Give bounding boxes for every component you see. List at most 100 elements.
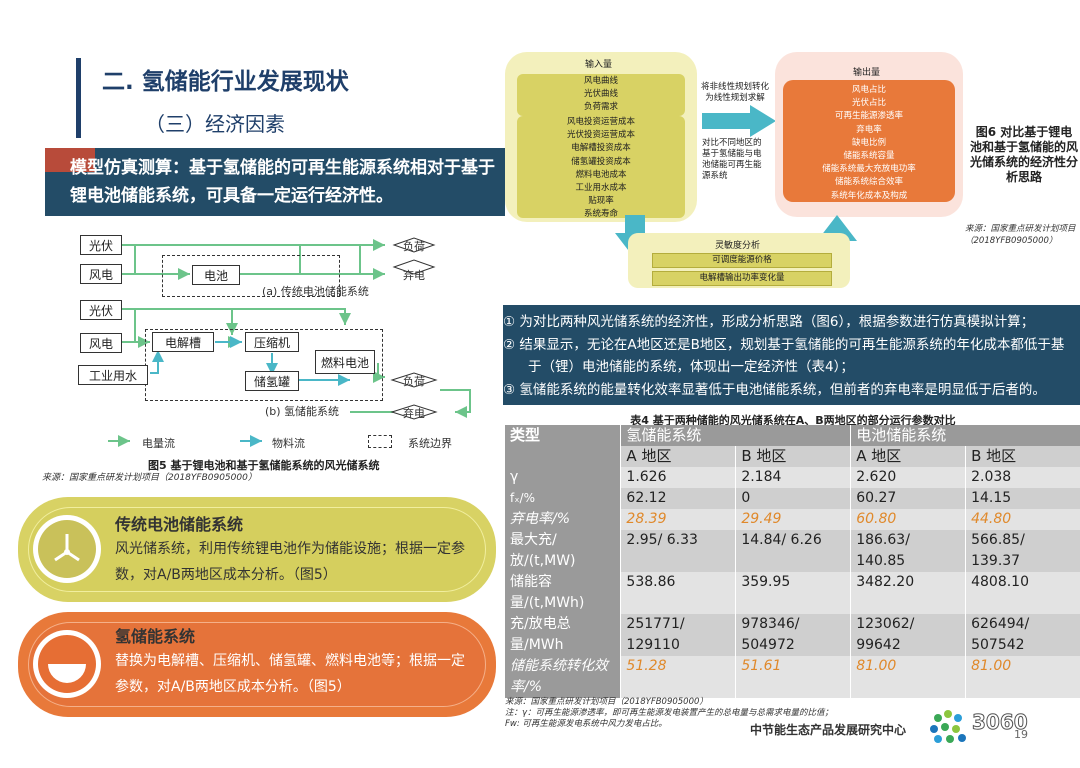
- node-load-a: 负荷: [403, 240, 425, 253]
- table-cell: 28.39: [620, 509, 737, 530]
- input-item: 储氢罐投资成本: [571, 156, 631, 167]
- terminal-shapes-a: [392, 237, 436, 275]
- table-cell: 566.85/ 139.37: [965, 530, 1080, 572]
- table-4-note-1: 注：γ：可再生能源渗透率，即可再生能源发电装置产生的总电量与总需求电量的比值；: [505, 708, 834, 718]
- table-cell: 充/放电总量/MWh: [505, 614, 622, 656]
- table-4: 类型 氢储能系统 电池储能系统 A 地区 B 地区 A 地区 B 地区 γ 1.…: [505, 425, 1080, 698]
- output-item: 光伏占比: [851, 98, 886, 109]
- table-cell: 0: [735, 488, 852, 509]
- arrow-text-1: 将非线性规划转化为线性规划求解: [700, 82, 769, 103]
- label-a: (a) 传统电池储能系统: [262, 285, 369, 298]
- output-item: 弃电率: [856, 124, 882, 135]
- node-pv-b: 光伏: [80, 300, 122, 320]
- legend-boundary: 系统边界: [408, 437, 452, 450]
- table-cell: 62.12: [620, 488, 737, 509]
- section-title: 二. 氢储能行业发展现状: [102, 69, 349, 95]
- card-hydrogen-body: 替换为电解槽、压缩机、储氢罐、燃料电池等；根据一定参数，对A/B两地区成本分析。…: [115, 653, 465, 695]
- hydrogen-drop-icon: [33, 630, 101, 698]
- node-compressor: 压缩机: [245, 332, 299, 352]
- input-item: 风电投资运营成本: [566, 117, 635, 127]
- table-cell: 251771/ 129110: [620, 614, 737, 656]
- table-4-note-2: Fw: 可再生能源发电系统中风力发电占比。: [505, 719, 667, 729]
- input-item: 风电曲线: [583, 76, 618, 86]
- input-group-b: [517, 116, 685, 218]
- output-title: 输出量: [853, 68, 881, 78]
- output-group: [783, 80, 955, 202]
- table-cell: γ: [505, 467, 622, 488]
- table-row: 储能系统转化效率/% 51.28 51.61 81.00 81.00: [505, 656, 1080, 698]
- input-item: 工业用水成本: [575, 183, 627, 194]
- node-battery: 电池: [192, 265, 240, 285]
- output-item: 风电占比: [851, 85, 886, 95]
- input-list-b: 风电投资运营成本 光伏投资运营成本 电解槽投资成本 储氢罐投资成本 燃料电池成本…: [517, 116, 685, 222]
- footer-logo-text: 3060: [972, 710, 1029, 735]
- input-item: 光伏曲线: [583, 89, 618, 100]
- table-row: A 地区 B 地区 A 地区 B 地区: [505, 446, 1080, 467]
- table-row: fₓ/% 62.12 0 60.27 14.15: [505, 488, 1080, 509]
- table-cell: 51.61: [735, 656, 852, 698]
- arrow-text-2: 对比不同地区的基于氢储能与电池储能可再生能源系统: [702, 138, 762, 181]
- card-battery-body: 风光储系统，利用传统锂电池作为储能设施；根据一定参数，对A/B两地区成本分析。（…: [115, 541, 465, 583]
- table-4-title: 表4 基于两种储能的风光储系统在A、B两地区的部分运行参数对比: [630, 414, 956, 427]
- table-cell: 538.86: [620, 572, 737, 614]
- banner-accent: [45, 148, 95, 172]
- table-cell: 弃电率/%: [505, 509, 622, 530]
- node-fuel-cell: 燃料电池: [315, 350, 375, 374]
- node-curtail-a: 弃电: [403, 269, 425, 282]
- page-number: 19: [1014, 728, 1028, 741]
- title-accent-bar: [76, 58, 81, 138]
- output-item: 储能系统综合效率: [834, 177, 903, 188]
- header-type: 类型: [505, 425, 622, 446]
- figure-5-caption: 图5 基于锂电池和基于氢储能系统的风光储系统: [148, 459, 380, 472]
- org-logo-icon: [930, 710, 966, 743]
- terminal-shapes-b: [390, 372, 438, 420]
- table-cell: 4808.10: [965, 572, 1080, 614]
- finding-1: ① 为对比两种风光储系统的经济性，形成分析思路（图6），根据参数进行仿真模拟计算…: [503, 314, 1035, 330]
- input-item: 贴现率: [588, 196, 614, 207]
- finding-3: ③ 氢储能系统的能量转化效率显著低于电池储能系统，但前者的弃电率是明显低于后者的…: [503, 382, 1046, 398]
- input-group-a: [517, 74, 685, 116]
- table-cell: 51.28: [620, 656, 737, 698]
- table-cell: 978346/ 504972: [735, 614, 852, 656]
- finding-2-cont: 于（锂）电池储能的系统，体现出一定经济性（表4）；: [528, 359, 854, 375]
- card-battery-title: 传统电池储能系统: [115, 515, 244, 534]
- table-cell: 最大充/放/(t,MW): [505, 530, 622, 572]
- legend-boundary-swatch: [368, 435, 392, 448]
- table-row: 充/放电总量/MWh 251771/ 129110 978346/ 504972…: [505, 614, 1080, 656]
- table-cell: 14.84/ 6.26: [735, 530, 852, 572]
- table-cell: 123062/ 99642: [850, 614, 967, 656]
- table-header-row: 类型 氢储能系统 电池储能系统: [505, 425, 1080, 446]
- input-item: 电解槽投资成本: [571, 143, 631, 154]
- node-load-b: 负荷: [403, 375, 425, 388]
- table-cell: 2.95/ 6.33: [620, 530, 737, 572]
- table-cell: 81.00: [965, 656, 1080, 698]
- figure-5-source: 来源：国家重点研发计划项目（2018YFB0905000）: [42, 473, 257, 483]
- figure-5: 光伏 风电 电池 (a) 传统电池储能系统 负荷 弃电 光伏 风电 电解槽 压缩…: [0, 225, 505, 485]
- output-item: 缺电比例: [851, 137, 886, 148]
- output-item: 储能系统容量: [843, 151, 895, 162]
- table-cell: 60.80: [850, 509, 967, 530]
- input-title: 输入量: [585, 60, 613, 70]
- table-cell: 3482.20: [850, 572, 967, 614]
- table-cell: 14.15: [965, 488, 1080, 509]
- legend-material: 物料流: [272, 437, 305, 450]
- findings-panel: [503, 305, 1080, 405]
- input-item: 负荷需求: [583, 102, 618, 113]
- input-item: 燃料电池成本: [575, 169, 627, 180]
- footer-organization: 中节能生态产品发展研究中心: [750, 723, 907, 737]
- table-cell: 29.49: [735, 509, 852, 530]
- figure-6-source: 来源：国家重点研发计划项目（2018YFB0905000）: [965, 224, 1076, 246]
- table-cell: 626494/ 507542: [965, 614, 1080, 656]
- table-cell: A 地区: [850, 446, 967, 467]
- table-row: 最大充/放/(t,MW) 2.95/ 6.33 14.84/ 6.26 186.…: [505, 530, 1080, 572]
- table-row: 储能容量/(t,MWh) 538.86 359.95 3482.20 4808.…: [505, 572, 1080, 614]
- input-item: 系统寿命: [583, 209, 618, 220]
- table-cell: 储能容量/(t,MWh): [505, 572, 622, 614]
- output-item: 可再生能源渗透率: [834, 111, 903, 122]
- subsection-title: （三）经济因素: [145, 112, 285, 136]
- header-hydrogen: 氢储能系统: [620, 425, 852, 446]
- sensitivity-title: 灵敏度分析: [715, 241, 761, 251]
- header-battery: 电池储能系统: [850, 425, 1080, 446]
- node-wind-a: 风电: [80, 264, 122, 284]
- table-cell: 81.00: [850, 656, 967, 698]
